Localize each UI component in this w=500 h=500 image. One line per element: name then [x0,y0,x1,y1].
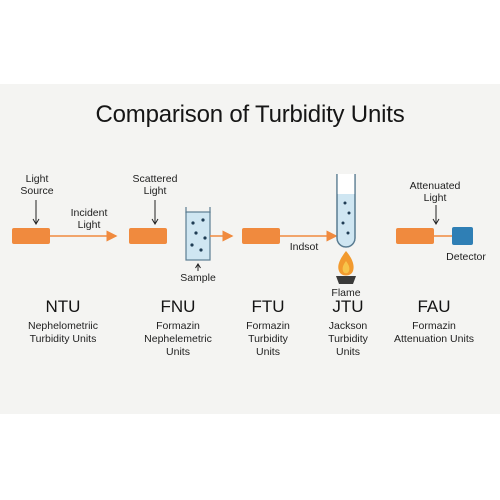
scattered-light-label: Scattered Light [128,173,182,197]
desc-ftu-line2: Turbidity [248,333,288,345]
desc-jtu-line1: Jackson [328,320,368,332]
desc-ntu: Nephelometriic Turbidity Units [15,320,111,346]
attenuated-light-label: Attenuated Light [404,180,466,204]
unit-ftu: FTU [251,297,285,316]
desc-fnu-line2: Nephelemetric [144,333,212,345]
jtu-flame-icon [336,251,356,284]
desc-ntu-line2: Turbidity Units [29,333,97,345]
light-source-label-line2: Source [20,185,54,197]
diagram-panel [0,84,500,414]
detector-label: Detector [446,251,486,263]
scattered-light-label-line1: Scattered [132,173,178,185]
fnu-light-source [129,228,167,244]
fau-light-source [396,228,434,244]
desc-jtu-line2: Turbidity [328,333,368,345]
attenuated-light-label-line1: Attenuated [409,180,461,192]
unit-ntu: NTU [45,297,81,316]
desc-fau-line2: Attenuation Units [394,333,474,345]
desc-fnu-line1: Formazin [156,320,200,332]
fnu-sample-pointer-head [195,263,201,269]
desc-ftu-line1: Formazin [246,320,290,332]
scattered-light-label-line2: Light [143,185,167,197]
indsot-label: Indsot [289,241,319,253]
fnu-sample-cuvette [185,207,211,261]
incident-light-label-line1: Incident [70,207,108,219]
desc-jtu: Jackson Turbidity Units [314,320,382,359]
incident-light-label: Incident Light [64,207,114,231]
jtu-test-tube [336,174,356,248]
desc-fau-line1: Formazin [412,320,456,332]
light-source-label: Light Source [14,173,60,197]
attenuated-light-label-line2: Light [423,192,447,204]
light-source-label-line1: Light [25,173,49,185]
fau-detector [452,227,473,245]
desc-ftu: Formazin Turbidity Units [234,320,302,359]
ntu-source-pointer-head [32,218,40,225]
desc-ftu-line3: Units [256,346,280,358]
desc-jtu-line3: Units [336,346,360,358]
unit-fau: FAU [417,297,451,316]
incident-light-label-line2: Light [77,219,101,231]
desc-fau: Formazin Attenuation Units [384,320,484,346]
sample-label: Sample [180,272,216,284]
desc-fnu-line3: Units [166,346,190,358]
flame-label: Flame [331,287,361,299]
desc-ntu-line1: Nephelometriic [27,320,99,332]
unit-jtu: JTU [332,297,364,316]
ftu-light-source [242,228,280,244]
fau-attenuated-pointer-head [432,218,440,225]
diagram-title: Comparison of Turbidity Units [95,101,405,128]
fnu-source-pointer-head [151,218,159,225]
ntu-light-source [12,228,50,244]
desc-fnu: Formazin Nephelemetric Units [132,320,224,359]
unit-fnu: FNU [160,297,196,316]
